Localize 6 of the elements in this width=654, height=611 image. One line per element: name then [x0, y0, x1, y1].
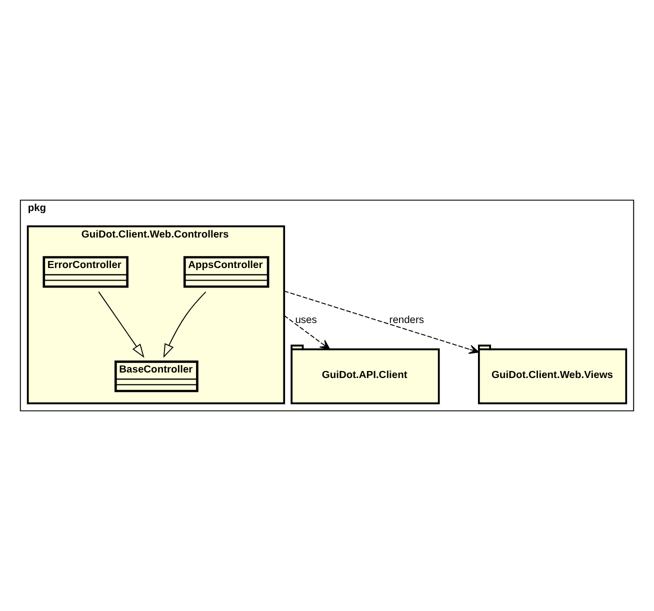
edge-label: renders [389, 315, 424, 326]
arrow [163, 291, 206, 358]
edge-label: uses [295, 315, 317, 326]
arrow [98, 291, 144, 358]
arrow [284, 315, 330, 350]
arrow [284, 290, 480, 354]
